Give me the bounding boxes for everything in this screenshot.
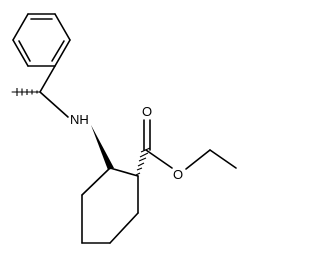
double-bond-inner bbox=[51, 40, 65, 62]
hashed-wedge-methyl bbox=[11, 88, 41, 96]
double-bond-inner bbox=[18, 40, 31, 62]
bold-wedge-nh-to-ring bbox=[91, 125, 114, 170]
bond-carbonyl-to-ester-oxygen bbox=[145, 149, 173, 169]
bond-ch2-to-ch3 bbox=[209, 149, 237, 169]
hash bbox=[136, 167, 143, 171]
bond bbox=[12, 13, 29, 41]
molecule-svg: NH O O bbox=[11, 13, 237, 244]
bond bbox=[54, 13, 71, 41]
bond-oxygen-to-ch2 bbox=[185, 149, 211, 170]
bond bbox=[81, 167, 111, 196]
bond-chiral-carbon-to-nh bbox=[39, 91, 69, 118]
hash bbox=[138, 157, 147, 162]
bond-ring-to-chiral-carbon bbox=[39, 65, 56, 93]
bond bbox=[54, 39, 71, 67]
structure-diagram: NH O O bbox=[11, 13, 237, 244]
hash bbox=[135, 172, 141, 176]
bond bbox=[109, 212, 139, 244]
amine-label: NH bbox=[70, 112, 89, 127]
bond bbox=[12, 39, 29, 67]
ester-oxygen-label: O bbox=[173, 167, 183, 182]
hash bbox=[139, 152, 149, 158]
phenyl-ring bbox=[12, 13, 71, 67]
cyclohexane-ring bbox=[81, 167, 139, 244]
bond bbox=[109, 167, 139, 177]
carbonyl-oxygen-label: O bbox=[142, 104, 152, 119]
hash bbox=[137, 162, 145, 167]
